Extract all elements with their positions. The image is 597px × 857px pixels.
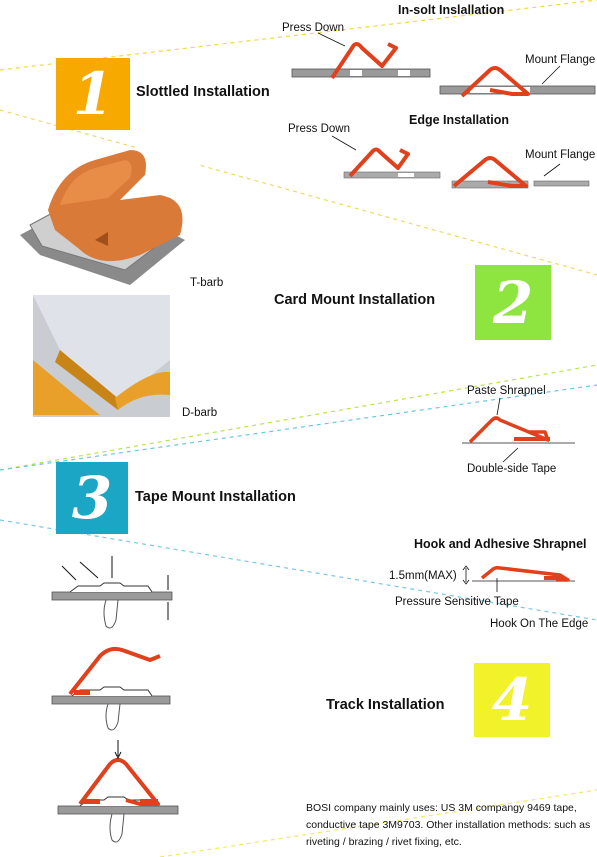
section-2-title: Card Mount Installation [274,292,436,308]
mount-flange-label-2: Mount Flange [525,149,596,161]
section-1-number: 1 [72,60,114,128]
press-down-label-1: Press Down [282,22,344,34]
edge-installation-title: Edge Installation [409,113,510,127]
tape-mount-diagram [51,556,173,629]
edge-diagram-1 [331,135,441,179]
d-barb-illustration [33,295,170,417]
section-1-badge: 1 [56,58,130,130]
pressure-tape-label: Pressure Sensitive Tape [395,596,519,608]
track-diagram-2 [57,740,179,843]
insolt-diagram-2 [439,65,596,98]
press-down-label-2: Press Down [288,123,350,135]
paste-shrapnel-label: Paste Shrapnel [467,385,546,397]
max-height-label: 1.5mm(MAX) [389,570,457,582]
section-4-badge: 4 [474,663,550,737]
mount-flange-label-1: Mount Flange [525,54,596,66]
section-3-title: Tape Mount Installation [135,489,296,505]
installation-note: BOSI company mainly uses: US 3M compangy… [306,802,591,848]
hook-adhesive-diagram [462,565,575,592]
insolt-diagram-1 [291,32,431,80]
section-2-number: 2 [492,268,534,337]
d-barb-label: D-barb [182,407,218,419]
edge-diagram-2 [451,156,590,189]
hook-edge-label: Hook On The Edge [490,618,589,630]
section-3-badge: 3 [56,462,128,534]
section-4-number: 4 [491,666,533,734]
double-side-tape-label: Double-side Tape [467,463,557,475]
section-4-title: Track Installation [326,697,445,713]
hook-adhesive-title: Hook and Adhesive Shrapnel [414,537,587,551]
track-diagram-1 [51,646,171,731]
section-1-title: Slottled Installation [136,84,270,100]
t-barb-label: T-barb [190,277,224,289]
t-barb-illustration [0,148,200,285]
paste-shrapnel-diagram [462,397,575,463]
insolt-title: In-solt Inslallation [398,3,505,17]
section-3-number: 3 [71,464,113,532]
section-2-badge: 2 [475,265,551,340]
